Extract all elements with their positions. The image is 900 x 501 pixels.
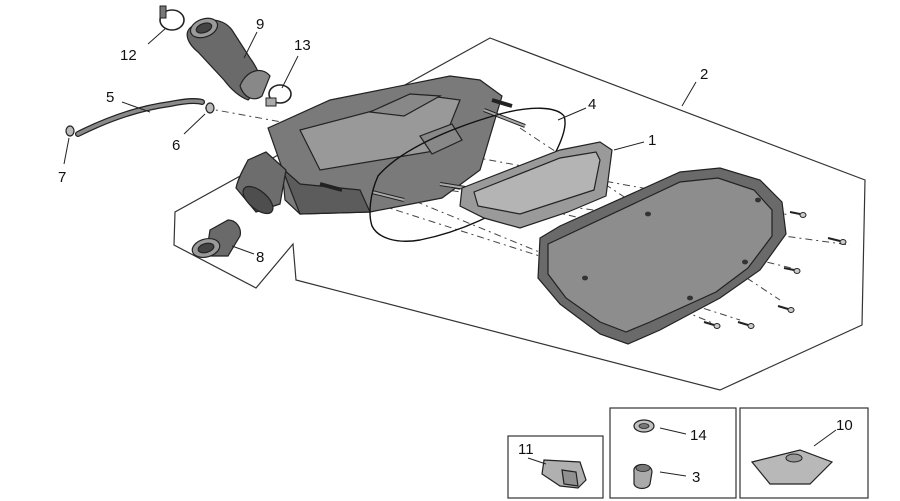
cover-screws [703, 211, 847, 329]
assembly-boundary-frame [173, 37, 866, 391]
callout-5: 5 [106, 89, 114, 106]
leader-lines [63, 27, 837, 477]
callout-10: 10 [836, 417, 853, 434]
air-box-housing [235, 75, 503, 215]
callout-6: 6 [172, 137, 180, 154]
callout-2: 2 [700, 66, 708, 83]
callout-13: 13 [294, 37, 311, 54]
inset-box-11 [507, 435, 604, 499]
grommet-3 [633, 463, 653, 490]
callout-4: 4 [588, 96, 596, 113]
mounting-studs [319, 98, 526, 202]
intake-boot [191, 219, 241, 259]
breather-tube [75, 97, 205, 137]
callout-9: 9 [256, 16, 264, 33]
hose-clamp-ring [159, 5, 185, 31]
callout-3: 3 [692, 469, 700, 486]
small-clip-7 [65, 125, 75, 137]
callout-8: 8 [256, 249, 264, 266]
callout-labels: 1 2 3 4 5 6 7 8 9 10 11 12 13 14 [58, 16, 853, 486]
screw-clamp [265, 84, 292, 107]
speed-nut-10 [750, 449, 834, 485]
callout-7: 7 [58, 169, 66, 186]
intake-duct-hose [186, 17, 271, 101]
callout-14: 14 [690, 427, 707, 444]
air-box-cover [537, 167, 787, 345]
spring-clip-11 [541, 459, 587, 489]
grommet-14 [633, 419, 655, 433]
air-filter-element [459, 141, 613, 229]
callout-12: 12 [120, 47, 137, 64]
callout-1: 1 [648, 132, 656, 149]
inset-box-10 [739, 407, 869, 499]
callout-11: 11 [518, 441, 534, 458]
small-clip-6 [205, 102, 215, 114]
inset-box-14-3 [609, 407, 737, 499]
